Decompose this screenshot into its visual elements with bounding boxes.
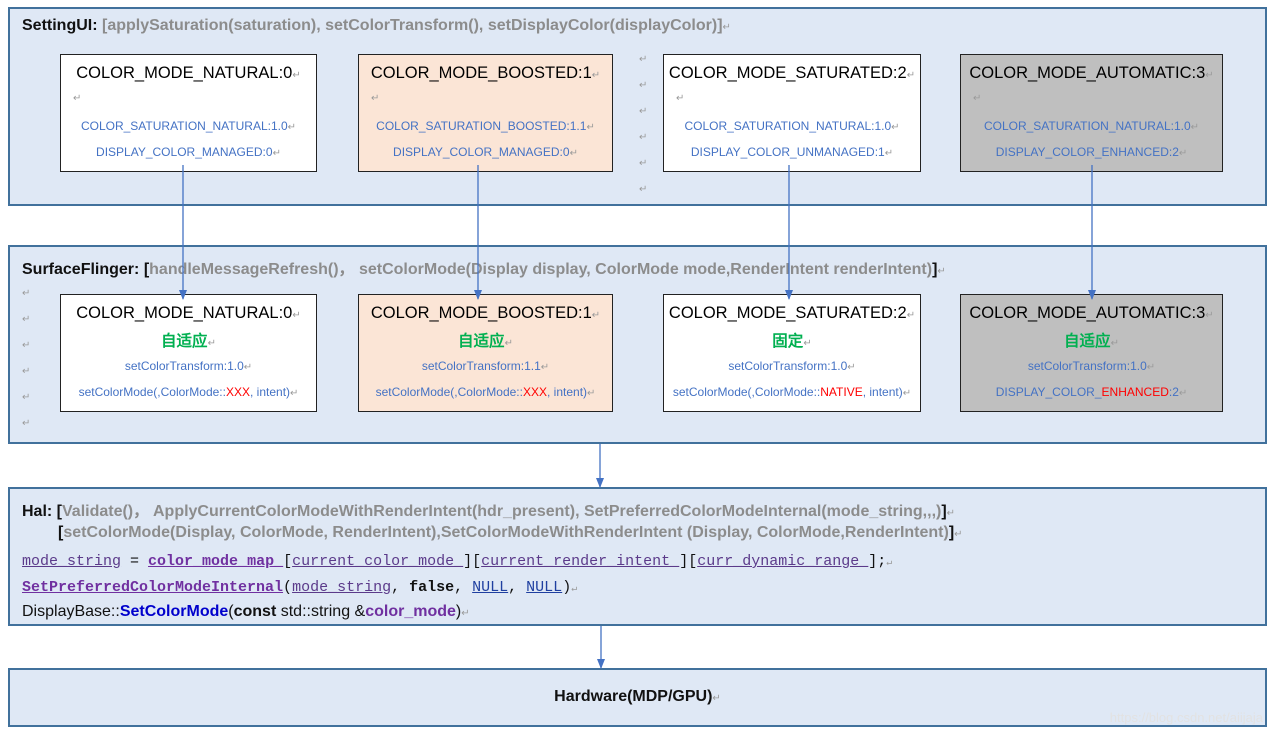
box-display-color: DISPLAY_COLOR_ENHANCED:2↵ [995, 385, 1188, 399]
settingui-title: SettingUI: [applySaturation(saturation),… [22, 17, 731, 34]
box-set-color-mode: setColorMode(,ColorMode::XXX, intent)↵ [375, 385, 596, 399]
box-mode-cn: 固定↵ [772, 333, 812, 350]
hal-apis-2: setColorMode(Display, ColorMode, RenderI… [63, 524, 949, 541]
settingui-apis: [applySaturation(saturation), setColorTr… [102, 17, 723, 34]
box-mode-cn: 自适应↵ [161, 333, 216, 350]
surfaceflinger-box-boosted: COLOR_MODE_BOOSTED:1↵ 自适应↵ setColorTrans… [358, 294, 613, 412]
hal-layer: Hal: [Validate()， ApplyCurrentColorModeW… [8, 487, 1267, 626]
hardware-label: Hardware(MDP/GPU)↵ [554, 688, 721, 705]
box-mode-cn: 自适应↵ [1064, 333, 1119, 350]
surfaceflinger-apis: handleMessageRefresh()， setColorMode(Dis… [149, 261, 933, 278]
surfaceflinger-box-natural: COLOR_MODE_NATURAL:0↵ 自适应↵ setColorTrans… [60, 294, 317, 412]
surfaceflinger-box-saturated: COLOR_MODE_SATURATED:2↵ 固定↵ setColorTran… [663, 294, 921, 412]
return-marks: ↵↵↵↵↵↵ [22, 288, 31, 429]
surfaceflinger-name: SurfaceFlinger: [22, 261, 144, 278]
box-set-color-mode: setColorMode(,ColorMode::NATIVE, intent)… [672, 385, 912, 399]
hal-code-line-2: SetPreferredColorModeInternal(mode_strin… [22, 579, 578, 596]
box-title: COLOR_MODE_BOOSTED:1↵ [370, 304, 601, 322]
box-title: COLOR_MODE_AUTOMATIC:3↵ [969, 64, 1214, 82]
hardware-layer: Hardware(MDP/GPU)↵ [8, 668, 1267, 727]
box-color-transform: setColorTransform:1.1↵ [421, 359, 550, 373]
box-display-color: DISPLAY_COLOR_MANAGED:0↵ [96, 145, 281, 159]
box-saturation: COLOR_SATURATION_NATURAL:1.0↵ [80, 119, 297, 133]
box-title: COLOR_MODE_SATURATED:2↵ [668, 64, 916, 82]
box-color-transform: setColorTransform:1.0↵ [728, 359, 856, 373]
box-set-color-mode: setColorMode(,ColorMode::XXX, intent)↵ [78, 385, 299, 399]
box-title: COLOR_MODE_SATURATED:2↵ [668, 304, 916, 322]
hal-code-line-1: mode_string = color_mode_map_[current_co… [22, 553, 893, 570]
box-title: COLOR_MODE_BOOSTED:1↵ [370, 64, 601, 82]
watermark: https://blog.csdn.net/aiijaja [1109, 710, 1263, 725]
box-title: COLOR_MODE_NATURAL:0↵ [76, 304, 301, 322]
settingui-box-natural: COLOR_MODE_NATURAL:0↵ ↵ COLOR_SATURATION… [60, 54, 317, 172]
return-marks: ↵↵↵↵↵↵ [639, 54, 648, 195]
settingui-box-automatic: COLOR_MODE_AUTOMATIC:3↵ ↵ COLOR_SATURATI… [960, 54, 1223, 172]
box-saturation: COLOR_SATURATION_BOOSTED:1.1↵ [376, 119, 595, 133]
surfaceflinger-title: SurfaceFlinger: [handleMessageRefresh()，… [22, 261, 946, 278]
box-title: COLOR_MODE_AUTOMATIC:3↵ [969, 304, 1214, 322]
hal-title-line2: [setColorMode(Display, ColorMode, Render… [58, 524, 963, 541]
box-display-color: DISPLAY_COLOR_MANAGED:0↵ [393, 145, 578, 159]
hal-apis-1: Validate()， ApplyCurrentColorModeWithRen… [62, 503, 942, 520]
settingui-name: SettingUI: [22, 17, 102, 34]
settingui-box-boosted: COLOR_MODE_BOOSTED:1↵ ↵ COLOR_SATURATION… [358, 54, 613, 172]
hal-title: Hal: [Validate()， ApplyCurrentColorModeW… [22, 503, 956, 520]
surfaceflinger-box-automatic: COLOR_MODE_AUTOMATIC:3↵ 自适应↵ setColorTra… [960, 294, 1223, 412]
hal-name: Hal: [22, 503, 57, 520]
settingui-box-saturated: COLOR_MODE_SATURATED:2↵ ↵ COLOR_SATURATI… [663, 54, 921, 172]
box-mode-cn: 自适应↵ [458, 333, 513, 350]
box-display-color: DISPLAY_COLOR_UNMANAGED:1↵ [690, 145, 894, 159]
box-color-transform: setColorTransform:1.0↵ [124, 359, 253, 373]
box-saturation: COLOR_SATURATION_NATURAL:1.0↵ [983, 119, 1200, 133]
box-title: COLOR_MODE_NATURAL:0↵ [76, 64, 301, 82]
hal-code-line-3: DisplayBase::SetColorMode(const std::str… [22, 603, 470, 620]
box-saturation: COLOR_SATURATION_NATURAL:1.0↵ [684, 119, 900, 133]
box-color-transform: setColorTransform:1.0↵ [1027, 359, 1156, 373]
box-display-color: DISPLAY_COLOR_ENHANCED:2↵ [995, 145, 1188, 159]
